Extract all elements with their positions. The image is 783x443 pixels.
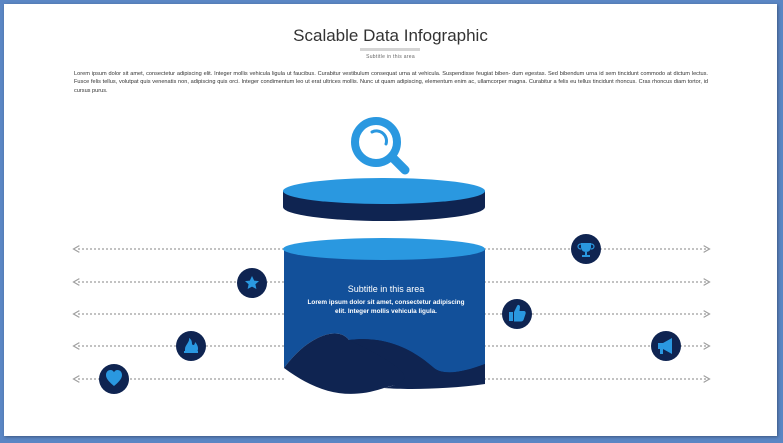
slide-subtitle: Subtitle in this area [366,54,415,60]
slide: Scalable Data Infographic Subtitle in th… [4,4,777,436]
thumbs-up-icon [502,299,532,329]
title-underline [360,48,420,51]
heart-icon [99,364,129,394]
infographic-diagram [72,117,711,394]
flame-icon [176,331,206,361]
intro-paragraph: Lorem ipsum dolor sit amet, consectetur … [74,71,708,94]
main-cylinder [283,238,485,394]
star-icon [237,268,267,298]
cylinder-label: Subtitle in this area Lorem ipsum dolor … [304,284,468,317]
cylinder-description: Lorem ipsum dolor sit amet, consectetur … [307,299,465,316]
top-disc [283,178,485,221]
magnifier-icon [351,117,410,175]
cylinder-subtitle: Subtitle in this area [347,284,425,294]
megaphone-icon [651,331,681,361]
slide-title: Scalable Data Infographic [293,26,488,45]
trophy-icon [571,234,601,264]
